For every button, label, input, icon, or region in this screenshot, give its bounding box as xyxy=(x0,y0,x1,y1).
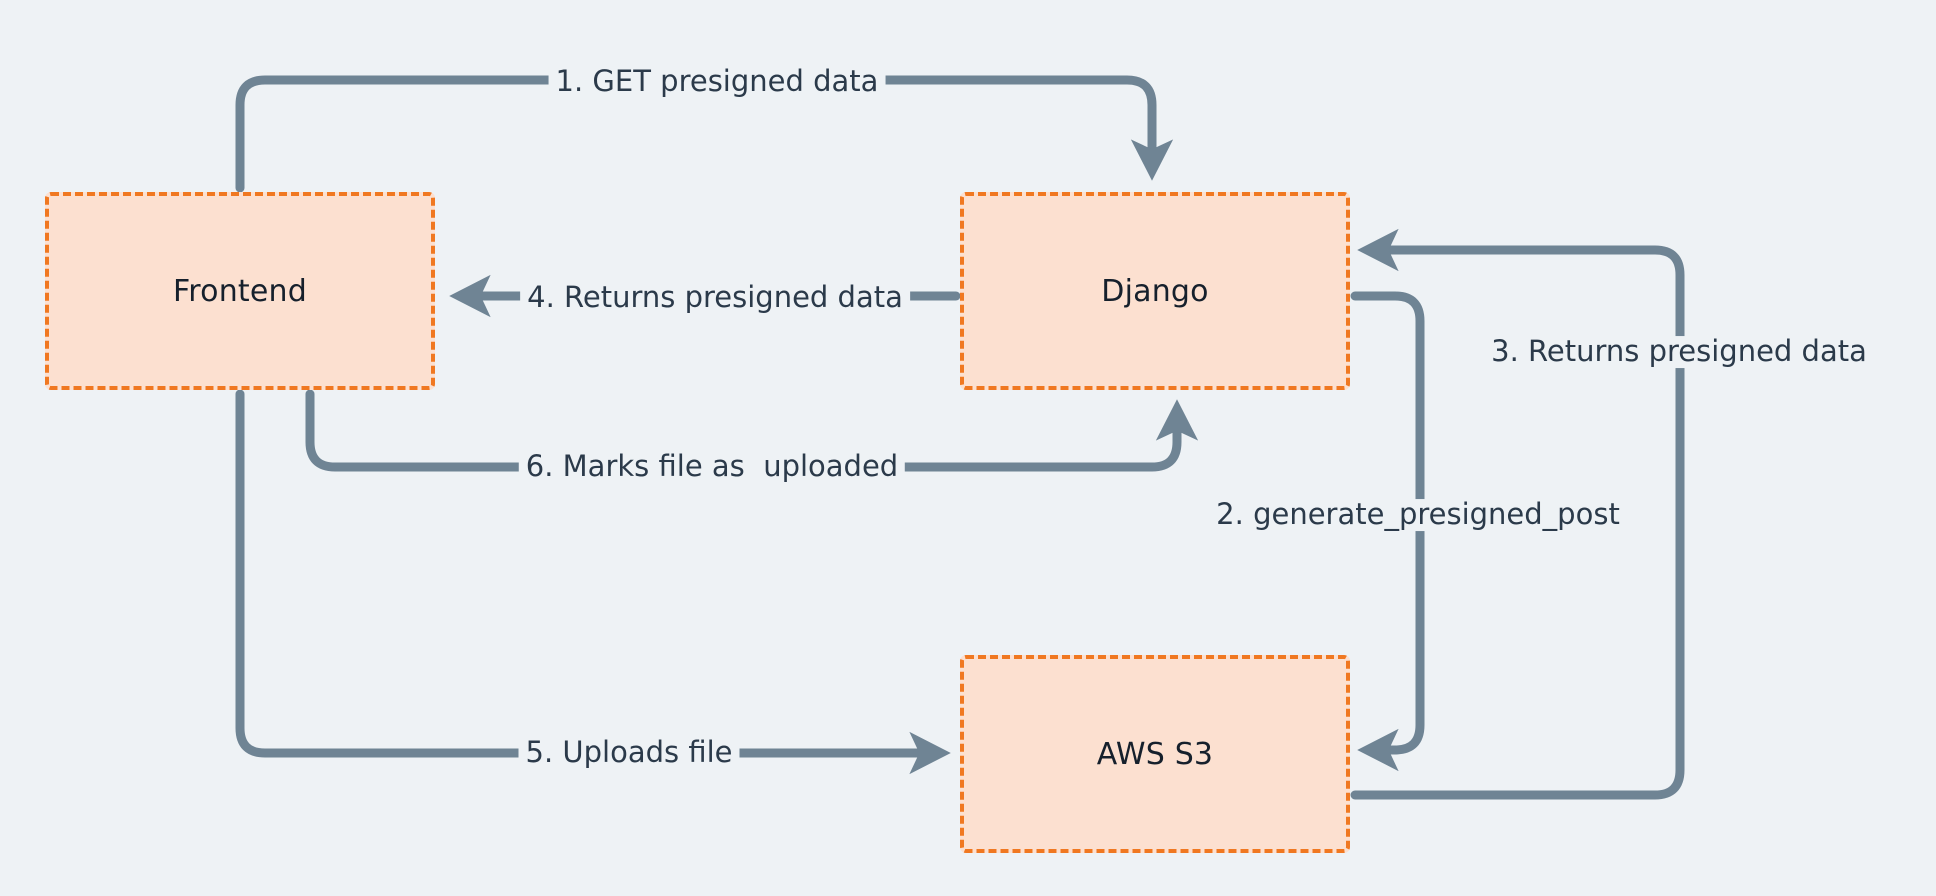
edge-label-6: 6. Marks file as uploaded xyxy=(518,450,906,483)
node-frontend-label: Frontend xyxy=(173,273,307,309)
node-django-label: Django xyxy=(1101,273,1209,309)
node-frontend[interactable]: Frontend xyxy=(45,192,435,390)
node-aws-s3-label: AWS S3 xyxy=(1096,736,1214,772)
edge-label-2: 2. generate_presigned_post xyxy=(1209,498,1627,531)
edge-label-5: 5. Uploads file xyxy=(518,736,740,769)
connector-3-returns-presigned-data xyxy=(1350,228,1685,800)
edge-label-3: 3. Returns presigned data xyxy=(1484,335,1874,368)
node-aws-s3[interactable]: AWS S3 xyxy=(960,655,1350,853)
connector-5-uploads-file xyxy=(235,389,951,775)
node-django[interactable]: Django xyxy=(960,192,1350,390)
edge-label-4: 4. Returns presigned data xyxy=(520,281,910,314)
edge-label-1: 1. GET presigned data xyxy=(548,65,886,98)
